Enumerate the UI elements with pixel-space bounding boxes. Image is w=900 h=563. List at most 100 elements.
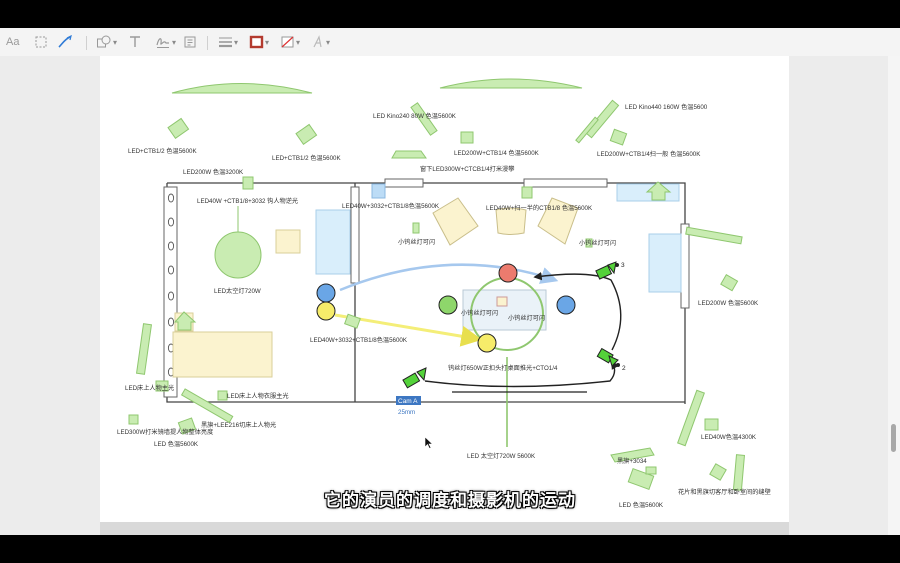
camera-mark-dot bbox=[616, 363, 620, 367]
video-subtitle: 它的演员的调度和摄影机的运动 bbox=[324, 491, 576, 510]
light-label: 小钨丝灯可闪 bbox=[579, 239, 616, 247]
page-bottom-gap bbox=[100, 522, 789, 535]
light-label: 小钨丝灯可闪 bbox=[398, 238, 435, 246]
text-style-button[interactable]: Aa bbox=[6, 32, 19, 52]
window-bar bbox=[523, 178, 608, 188]
camera-icon bbox=[402, 367, 427, 389]
light-label: LED200W+CTB1/4 色温5600K bbox=[454, 149, 540, 157]
text-format-button[interactable]: ▾ bbox=[311, 32, 330, 52]
tungsten-lamp bbox=[496, 296, 508, 307]
divider bbox=[207, 36, 208, 50]
vertical-scrollbar[interactable] bbox=[888, 56, 900, 535]
mirror-panel bbox=[371, 183, 386, 199]
sign-button[interactable]: ▾ bbox=[155, 32, 176, 52]
actor-path-blue bbox=[339, 263, 559, 292]
camera-mark: 3 bbox=[621, 262, 625, 269]
markup-toolbar: Aa ▾ ▾ ▾ ▾ ▾ ▾ bbox=[0, 28, 900, 57]
fill-color-button[interactable]: ▾ bbox=[280, 32, 300, 52]
chevron-down-icon: ▾ bbox=[326, 37, 331, 47]
sketch-button[interactable] bbox=[57, 32, 73, 52]
sofa bbox=[495, 207, 527, 235]
line-weight-icon bbox=[219, 37, 232, 48]
light-label: 钨丝灯650W正扣头打桌面推光+CTO1/4 bbox=[448, 364, 558, 372]
light-label: LED 色温5600K bbox=[619, 501, 664, 509]
lighting-plan-diagram: LED Kino240 80W 色温5600K LED Kino440 160W… bbox=[117, 78, 771, 509]
shapes-icon bbox=[97, 35, 111, 48]
light-label: LED+CTB1/2 色温5600K bbox=[128, 147, 197, 155]
chevron-down-icon: ▾ bbox=[234, 37, 239, 47]
pdf-page: LED Kino240 80W 色温5600K LED Kino440 160W… bbox=[100, 56, 789, 522]
bed bbox=[172, 331, 273, 378]
chevron-down-icon: ▾ bbox=[265, 37, 270, 47]
text-style-label: Aa bbox=[6, 36, 20, 48]
window-bar bbox=[350, 186, 360, 284]
light-label: LED40W色温4300K bbox=[701, 433, 757, 441]
divider bbox=[86, 36, 87, 50]
softbox-arc bbox=[439, 78, 583, 89]
actor-yellow bbox=[316, 301, 336, 321]
light-label: 小钨丝灯可闪 bbox=[461, 309, 498, 317]
window-bar bbox=[680, 223, 690, 309]
pen-icon bbox=[58, 35, 72, 48]
border-color-icon bbox=[249, 35, 264, 49]
rect-select-button[interactable] bbox=[34, 32, 48, 52]
light-label: 小钨丝灯可闪 bbox=[508, 314, 545, 322]
nightstand bbox=[275, 229, 301, 254]
light-label: LED 太空灯720W 5600K bbox=[467, 452, 536, 460]
shapes-button[interactable]: ▾ bbox=[96, 32, 117, 52]
armchair bbox=[432, 197, 479, 246]
lens-label: 25mm bbox=[398, 409, 415, 416]
camera-track bbox=[424, 360, 620, 388]
fill-color-icon bbox=[281, 36, 294, 48]
space-light bbox=[214, 231, 262, 279]
armchair bbox=[537, 197, 579, 245]
light-label: 黑旗+3034 bbox=[617, 457, 647, 465]
mouse-cursor-icon bbox=[425, 437, 433, 449]
border-color-button[interactable]: ▾ bbox=[249, 32, 269, 52]
light-label: LED300W打米镜墙提人物整体亮度 bbox=[117, 428, 213, 436]
light-label: 黑旗+LEE216切床上人物光 bbox=[201, 421, 276, 429]
mirror-panel bbox=[315, 209, 351, 275]
actor-yellow-2 bbox=[477, 333, 497, 353]
mirror-panel bbox=[648, 233, 682, 293]
light-label: 花片和黑旗切客厅和卧室间的缝壁 bbox=[678, 488, 771, 496]
light-label: LED床上人物主光 bbox=[125, 384, 174, 392]
signature-icon bbox=[156, 38, 169, 48]
chevron-down-icon: ▾ bbox=[172, 37, 177, 47]
window-bar bbox=[384, 178, 424, 188]
light-label: LED200W 色温5600K bbox=[698, 299, 759, 307]
light-label: LED床上人物衣服主光 bbox=[227, 392, 289, 400]
note-icon bbox=[184, 36, 196, 48]
line-style-button[interactable]: ▾ bbox=[218, 32, 238, 52]
light-label: LED Kino440 160W 色温5600 bbox=[625, 103, 708, 111]
flag-board bbox=[575, 116, 599, 144]
camera-icon bbox=[595, 261, 617, 280]
actor-green bbox=[438, 295, 458, 315]
light-label: LED40W +CTB1/8+3032 钩人物逆光 bbox=[197, 197, 298, 205]
camera-label: Cam A bbox=[398, 398, 418, 405]
camera-mark: 2 bbox=[622, 365, 626, 372]
note-button[interactable] bbox=[183, 32, 197, 52]
camera-mark-dot bbox=[615, 263, 619, 267]
actor-blue-2 bbox=[556, 295, 576, 315]
light-label: LED 色温5600K bbox=[154, 440, 199, 448]
rect-select-icon bbox=[35, 36, 47, 48]
light-label: LED Kino240 80W 色温5600K bbox=[373, 112, 457, 120]
softbox-arc bbox=[171, 83, 313, 94]
light-label: LED40W+扫一半的CTB1/8 色温5600K bbox=[486, 204, 593, 212]
text-format-icon bbox=[313, 35, 322, 48]
actor-blue bbox=[316, 283, 336, 303]
light-label: LED40W+3032+CTB1/8色温5600K bbox=[310, 336, 408, 344]
camera-label-bg bbox=[396, 396, 421, 405]
scrollbar-thumb[interactable] bbox=[891, 424, 896, 452]
light-label: LED200W 色温3200K bbox=[183, 168, 244, 176]
chevron-down-icon: ▾ bbox=[113, 37, 118, 47]
light-label: LED40W+3032+CTB1/8色温5600K bbox=[342, 202, 440, 210]
camera-track bbox=[533, 271, 622, 351]
text-icon bbox=[130, 36, 140, 47]
chevron-down-icon: ▾ bbox=[296, 37, 301, 47]
light-label: LED200W+CTB1/4扫一般 色温5600K bbox=[597, 150, 701, 158]
light-label: 窗下LED300W+CTCB1/4打米漫攀 bbox=[420, 165, 515, 173]
top-letterbox bbox=[0, 0, 900, 28]
text-button[interactable] bbox=[128, 32, 142, 52]
